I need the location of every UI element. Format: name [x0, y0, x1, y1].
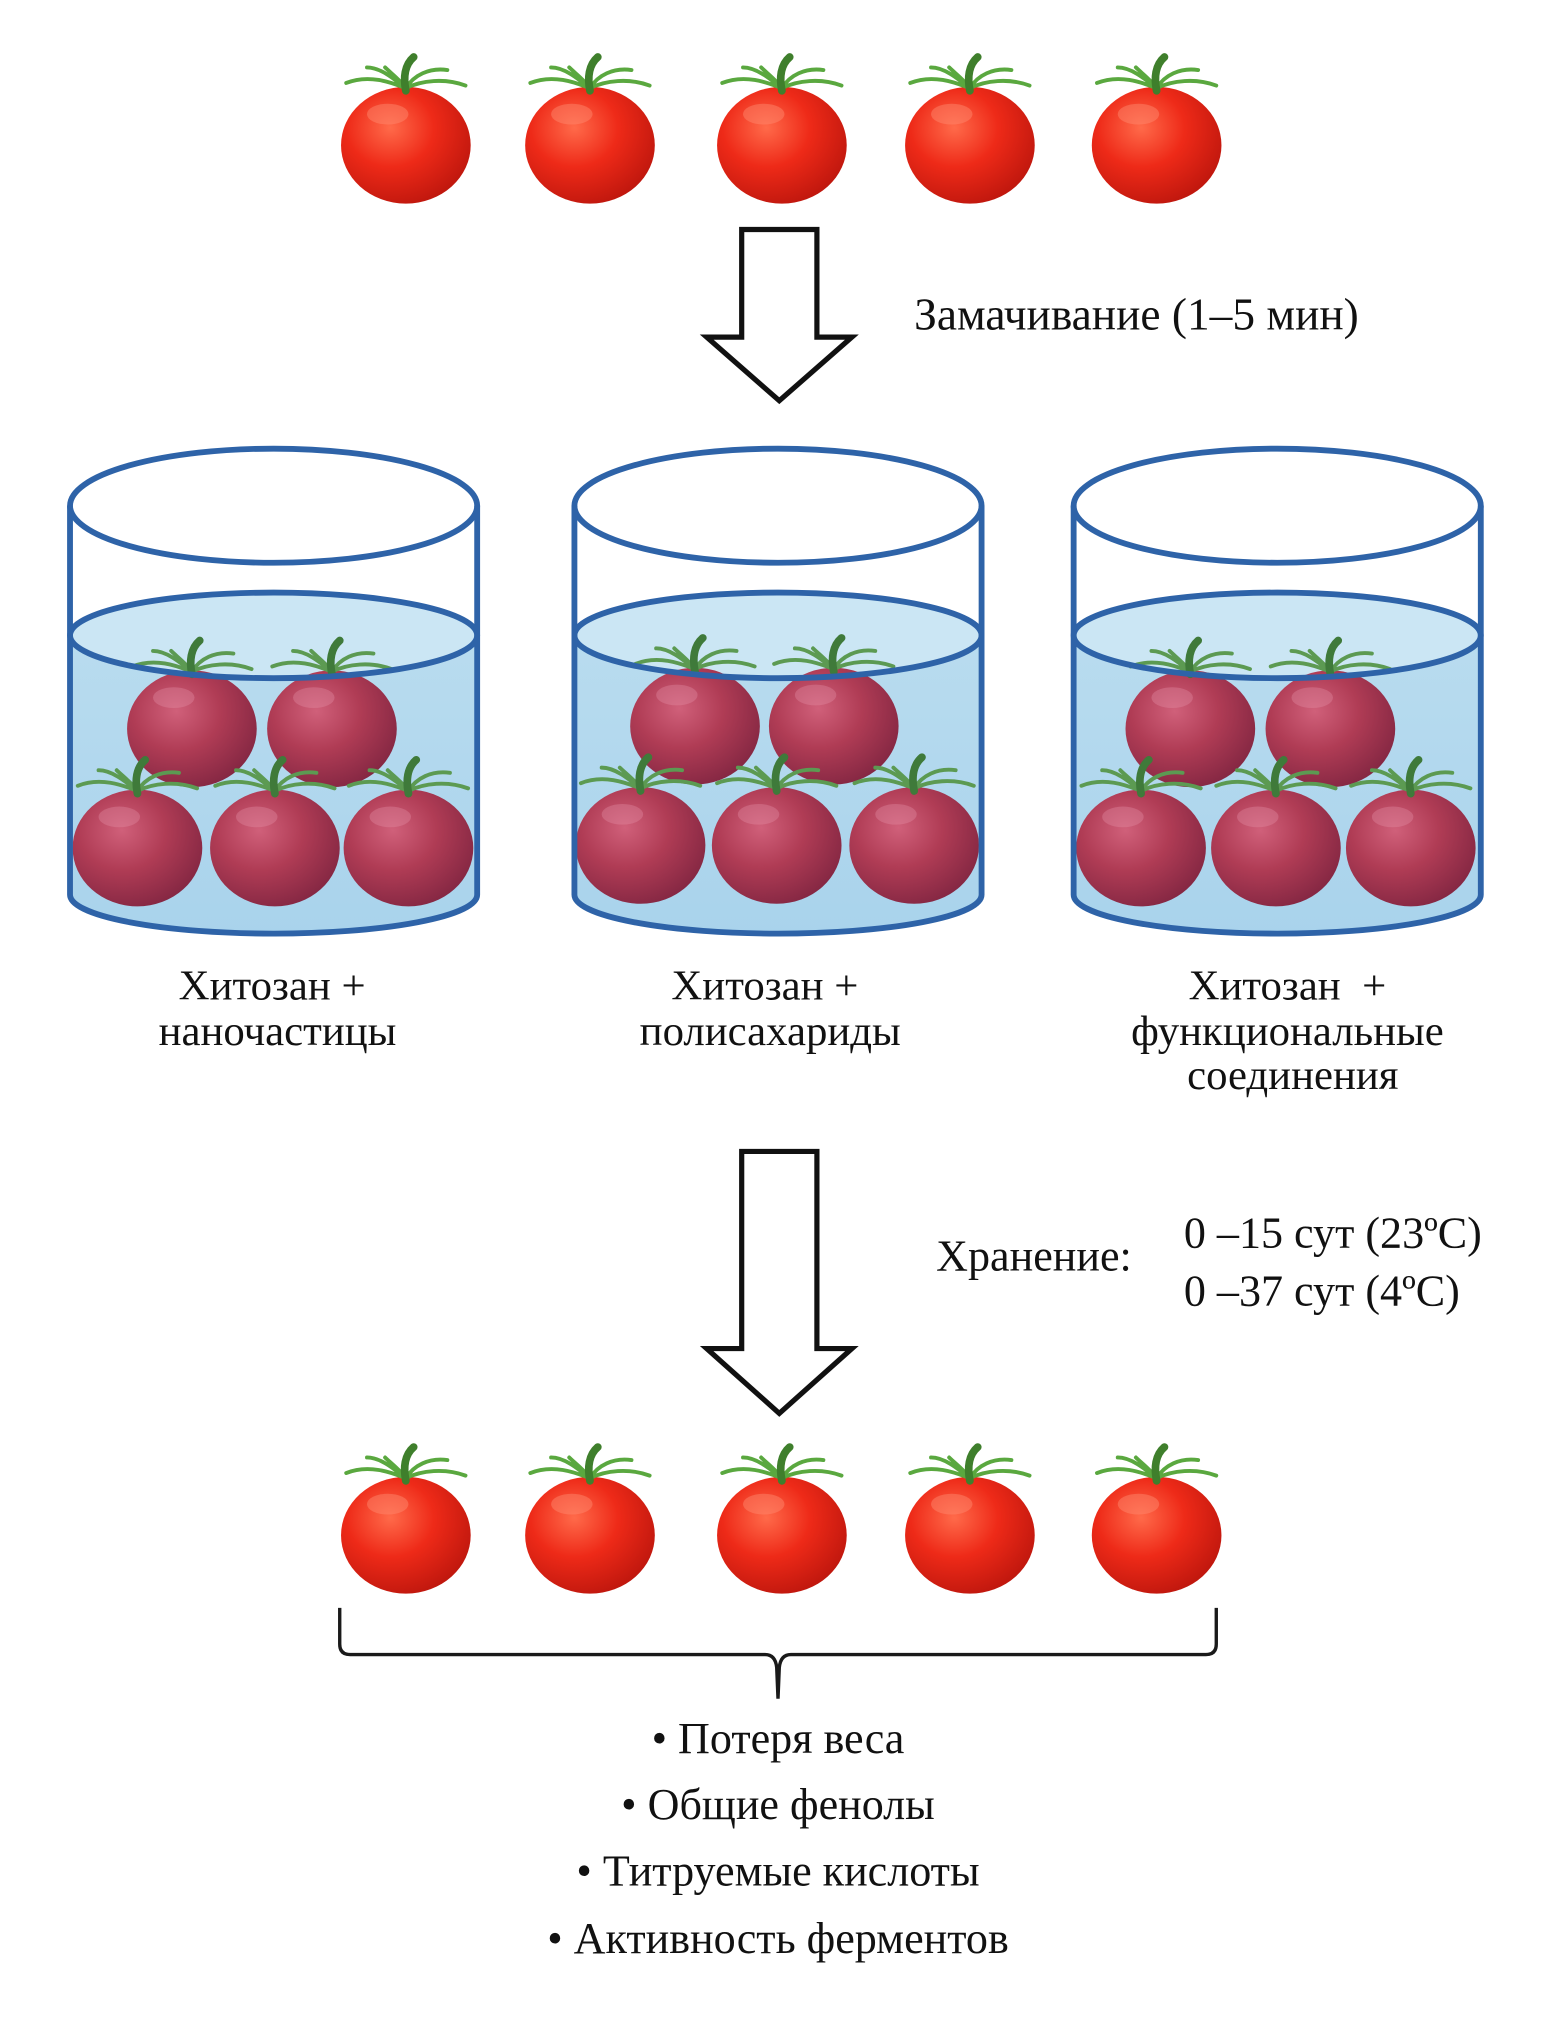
results-list: • Потеря веса • Общие фенолы • Титруемые… — [547, 1714, 1009, 1963]
beaker-polysaccharides — [571, 445, 985, 937]
fresh-tomatoes-row — [341, 57, 1221, 204]
beaker-icon — [67, 445, 481, 566]
stored-tomatoes-row — [341, 1447, 1221, 1594]
tomato-icon — [525, 1447, 655, 1594]
tomato-icon — [341, 1447, 471, 1594]
storage-condition-4c: 0 –37 сут (4ºC) — [1184, 1267, 1460, 1316]
beaker-label-functional-compounds: Хитозан + функциональные соединения — [1131, 963, 1454, 1099]
tomato-icon — [1092, 57, 1222, 204]
beaker-icon — [571, 445, 985, 566]
soaking-step-label: Замачивание (1–5 мин) — [914, 289, 1359, 339]
curly-brace-icon — [338, 1607, 1218, 1699]
tomato-icon — [525, 57, 655, 204]
tomato-icon — [717, 57, 847, 204]
beaker-icon — [1070, 445, 1484, 566]
result-item: • Общие фенолы — [621, 1780, 935, 1829]
beaker-label-nanoparticles: Хитозан + наночастицы — [159, 963, 397, 1055]
down-arrow-icon — [699, 226, 859, 405]
storage-step-label: Хранение: — [936, 1232, 1132, 1281]
storage-condition-23c: 0 –15 сут (23ºC) — [1184, 1208, 1482, 1257]
tomato-icon — [905, 57, 1035, 204]
tomato-icon — [1092, 1447, 1222, 1594]
result-item: • Титруемые кислоты — [576, 1846, 979, 1895]
tomato-icon — [341, 57, 471, 204]
tomato-icon — [905, 1447, 1035, 1594]
beaker-functional-compounds — [1070, 445, 1484, 937]
result-item: • Потеря веса — [652, 1714, 905, 1763]
tomato-icon — [717, 1447, 847, 1594]
beaker-label-polysaccharides: Хитозан + полисахариды — [640, 963, 901, 1055]
result-item: • Активность ферментов — [547, 1914, 1009, 1963]
down-arrow-icon — [699, 1148, 859, 1417]
beaker-nanoparticles — [67, 445, 481, 937]
